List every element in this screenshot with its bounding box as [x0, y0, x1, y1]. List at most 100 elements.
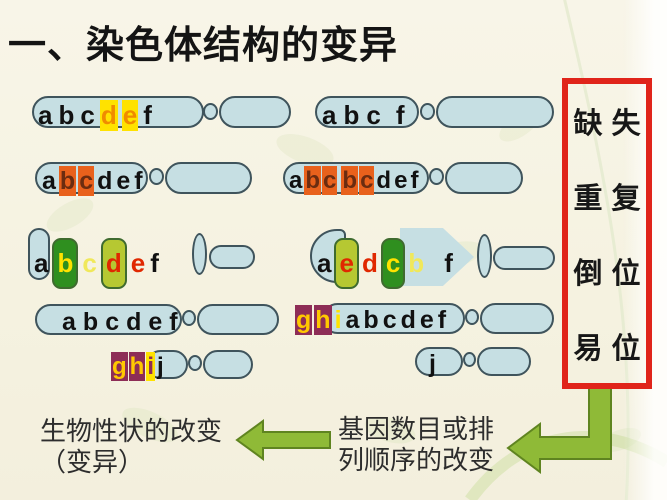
- variation-types-box: 缺失 重复 倒位 易位: [562, 78, 652, 389]
- centromere: [465, 309, 479, 325]
- gene-change-line1: 基因数目或排: [338, 414, 495, 444]
- legend-item-deletion: 缺失: [573, 108, 650, 141]
- gene-letter: c: [78, 166, 95, 197]
- gene-letter-group: j: [428, 349, 437, 379]
- gene-letter: i: [334, 306, 342, 334]
- gene-letter: h: [128, 352, 146, 382]
- gene-letter: e: [394, 167, 408, 194]
- gene-letter: g: [295, 305, 313, 336]
- centromere: [149, 168, 164, 185]
- chromosome-arm: [219, 96, 291, 128]
- trait-change-caption: 生物性状的改变 （变异）: [40, 416, 222, 478]
- chromosome-arm: [322, 303, 465, 334]
- chromosome-arm: [415, 347, 463, 376]
- chromosome-arm: [315, 96, 419, 128]
- trait-change-line2: （变异）: [40, 447, 145, 477]
- chromosome-arm: [32, 96, 204, 128]
- left-arrow: [235, 419, 331, 461]
- centromere: [420, 103, 435, 120]
- gene-letter: d: [126, 308, 142, 336]
- gene-letter: c: [322, 166, 338, 196]
- gene-letter: e: [130, 248, 146, 278]
- chromosome-arm: [436, 96, 554, 128]
- gene-letter: b: [304, 166, 322, 196]
- chromosome-arm: [165, 162, 252, 194]
- gene-letter: f: [134, 167, 143, 195]
- gene-letter: i: [146, 352, 156, 382]
- gene-letter: h: [314, 305, 332, 336]
- gene-letter: a: [322, 100, 337, 130]
- trait-change-line1: 生物性状的改变: [40, 416, 223, 446]
- gene-letter: c: [380, 238, 406, 290]
- gene-letter: a: [289, 167, 303, 194]
- centromere: [182, 310, 196, 326]
- gene-letter: d: [100, 238, 127, 290]
- gene-letter: b: [343, 100, 360, 130]
- chromosome-arm: [203, 350, 253, 379]
- gene-letter: d: [361, 248, 378, 278]
- gene-letter: f: [169, 308, 178, 336]
- gene-letter: a: [317, 248, 332, 278]
- gene-letter: a: [62, 308, 76, 336]
- gene-letter: a: [42, 167, 56, 195]
- page-title: 一、染色体结构的变异: [8, 25, 399, 67]
- centromere: [463, 352, 476, 367]
- gene-letter: a: [34, 248, 49, 278]
- gene-letter: j: [429, 350, 436, 378]
- gene-letter: b: [408, 248, 425, 278]
- gene-letter: d: [97, 167, 113, 195]
- legend-item-duplication: 重复: [573, 183, 650, 216]
- gene-letter: c: [366, 100, 381, 130]
- gene-letter: c: [359, 166, 375, 196]
- chromosome-arm: [493, 246, 555, 270]
- gene-letter: d: [376, 167, 392, 194]
- gene-letter: b: [58, 100, 75, 130]
- gene-letter: e: [148, 308, 163, 336]
- gene-letter: b: [52, 238, 79, 290]
- gene-letter: c: [82, 248, 97, 278]
- chromosome-arm: [445, 162, 523, 194]
- gene-letter: c: [105, 308, 120, 336]
- gene-letter: e: [334, 238, 359, 290]
- legend-item-inversion: 倒位: [573, 257, 650, 290]
- centromere: [203, 103, 218, 120]
- gene-letter: d: [99, 100, 118, 132]
- gene-change-caption: 基因数目或排 列顺序的改变: [338, 414, 494, 476]
- chromosome-arm: [209, 245, 255, 269]
- centromere: [192, 233, 207, 275]
- gene-letter: d: [400, 306, 416, 334]
- centromere: [429, 168, 444, 185]
- gene-letter: f: [395, 100, 405, 130]
- gene-letter: f: [444, 248, 453, 278]
- chromosome-arm: [28, 228, 50, 280]
- chromosome-arm: [197, 304, 279, 335]
- elbow-arrow: [506, 385, 612, 474]
- legend-item-translocation: 易位: [573, 332, 650, 365]
- gene-letter: e: [116, 167, 131, 195]
- gene-letter: g: [111, 352, 128, 382]
- chromosome-arm: [480, 303, 554, 334]
- chromosome-arm: [477, 347, 531, 376]
- gene-letter: f: [143, 100, 152, 130]
- gene-letter: e: [419, 306, 434, 334]
- gene-letter: b: [58, 166, 77, 197]
- gene-letter: e: [121, 100, 139, 132]
- centromere: [188, 355, 202, 371]
- gene-letter: b: [363, 306, 379, 334]
- gene-letter: f: [437, 306, 447, 334]
- gene-letter: c: [382, 306, 397, 334]
- centromere: [477, 234, 492, 278]
- gene-letter: c: [80, 100, 95, 130]
